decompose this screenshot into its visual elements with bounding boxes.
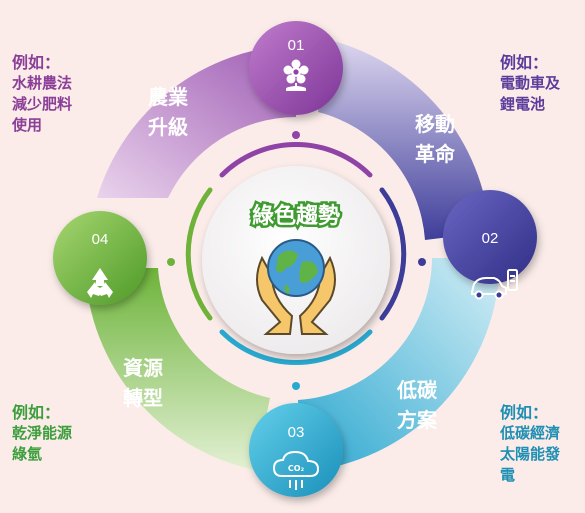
svg-text:CO₂: CO₂ <box>288 464 305 473</box>
flower-icon <box>283 59 309 91</box>
dot-bottom <box>292 382 300 390</box>
badge-02: 02 <box>443 190 537 300</box>
center-title: 綠色趨勢 <box>252 203 340 229</box>
inner-arc-cyan <box>219 329 373 366</box>
label-04-line2: 轉型 <box>123 386 163 410</box>
label-02: 移動 革命 <box>415 112 456 166</box>
globe-in-hands-icon <box>256 239 336 335</box>
note-01-line: 減少肥料 <box>12 95 73 113</box>
note-04-line: 綠氫 <box>12 445 43 463</box>
label-03-line2: 方案 <box>397 408 438 432</box>
badge-04: 04 <box>53 211 147 305</box>
band-green <box>85 268 270 470</box>
note-01-line: 使用 <box>12 116 43 134</box>
label-02-line1: 移動 <box>415 112 455 136</box>
inner-arc-green <box>185 187 213 321</box>
badge-number: 03 <box>288 424 305 441</box>
note-03-line: 電 <box>500 466 516 484</box>
note-02-title: 例如： <box>500 53 549 72</box>
band-purple <box>97 45 296 198</box>
dot-left <box>167 258 175 266</box>
note-04: 例如： 乾淨能源 綠氫 <box>12 402 72 465</box>
label-04-line1: 資源 <box>123 356 163 380</box>
label-04: 資源 轉型 <box>123 356 163 410</box>
note-02: 例如： 電動車及 鋰電池 <box>500 52 560 115</box>
dot-right <box>418 258 426 266</box>
label-03-line1: 低碳 <box>396 378 438 402</box>
center-hub: 綠色趨勢 <box>202 166 390 354</box>
badge-number: 04 <box>92 231 109 248</box>
inner-ring <box>185 141 407 366</box>
label-01-line1: 農業 <box>148 85 189 109</box>
note-01-title: 例如： <box>12 53 61 72</box>
band-cyan <box>298 258 500 472</box>
note-01-line: 水耕農法 <box>12 74 73 92</box>
note-02-line: 鋰電池 <box>500 95 546 113</box>
label-02-line2: 革命 <box>415 142 456 166</box>
note-03-title: 例如： <box>500 403 549 422</box>
inner-arc-purple <box>219 141 373 178</box>
co2-cloud-icon: CO₂ <box>272 450 320 490</box>
outer-ring <box>85 40 500 472</box>
dot-top <box>292 131 300 139</box>
badge-number: 02 <box>482 230 499 247</box>
inner-arc-indigo <box>379 187 407 321</box>
badge-01: 01 <box>249 21 343 115</box>
label-03: 低碳 方案 <box>396 378 438 432</box>
electric-car-icon <box>471 269 518 300</box>
badge-03: 03 CO₂ <box>249 403 343 497</box>
band-indigo <box>318 40 490 240</box>
note-04-line: 乾淨能源 <box>12 424 73 442</box>
note-01: 例如： 水耕農法 減少肥料 使用 <box>12 52 72 136</box>
note-02-line: 電動車及 <box>500 74 561 92</box>
label-01: 農業 升級 <box>148 85 189 139</box>
note-03-line: 低碳經濟 <box>500 424 561 442</box>
label-01-line2: 升級 <box>148 115 188 139</box>
note-03-line: 太陽能發 <box>500 445 561 463</box>
note-04-title: 例如： <box>12 403 61 422</box>
badge-number: 01 <box>288 37 305 54</box>
recycle-icon <box>87 268 113 298</box>
note-03: 例如： 低碳經濟 太陽能發 電 <box>500 402 560 486</box>
